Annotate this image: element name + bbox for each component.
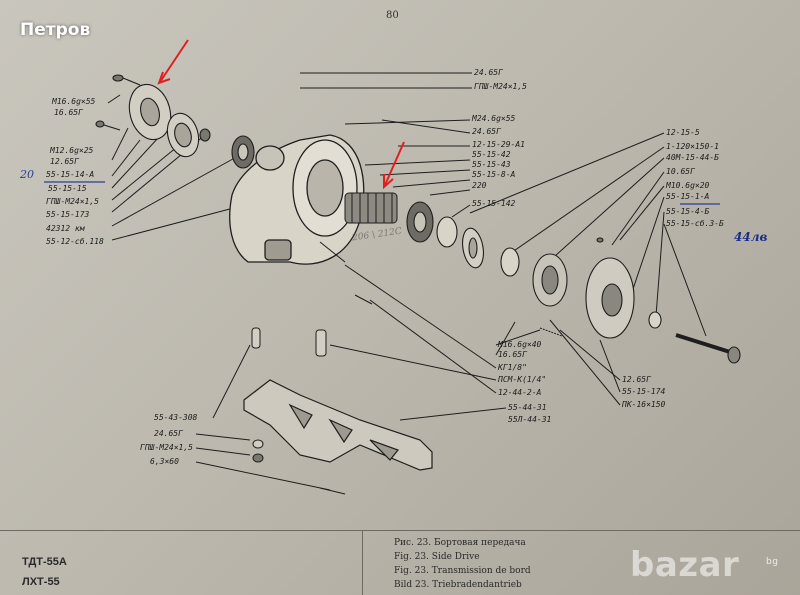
handwritten-note: 20 [20, 168, 34, 181]
part-label: 12.65Г [50, 157, 79, 166]
part-label: 55-15-4-Б [666, 207, 710, 216]
part-label: ПК-16×150 [622, 400, 666, 409]
part-label: 220 [472, 181, 487, 190]
part-label: ГПШ-М24×1,5 [140, 443, 193, 452]
part-label: 24.65Г [472, 127, 501, 136]
part-label: 16.65Г [54, 108, 83, 117]
part-label: М16.6g×55 [52, 97, 96, 106]
footer-vertical-divider [362, 530, 363, 595]
watermark-tld: bg [766, 557, 779, 567]
part-label: 55-44-31 [508, 403, 547, 412]
figure-caption-de: Bild 23. Triebradendantrieb [394, 580, 522, 590]
part-label: 6,3×60 [150, 457, 179, 466]
part-label: 12-15-29-А1 [472, 140, 525, 149]
part-label: 12-44-2-А [498, 388, 542, 397]
model-name: ЛХТ-55 [22, 576, 60, 588]
part-label: 16.65Г [498, 350, 527, 359]
part-label: М24.6g×55 [472, 114, 516, 123]
part-label: 12.65Г [622, 375, 651, 384]
part-label: 55Л-44-31 [508, 415, 552, 424]
part-label: 12-15-5 [666, 128, 700, 137]
page-number: 80 [386, 10, 399, 21]
part-label: 55-15-173 [46, 210, 90, 219]
figure-caption-ru: Рис. 23. Бортовая передача [394, 538, 526, 548]
footer-divider [0, 530, 800, 531]
part-label: КГ1/8" [498, 363, 527, 372]
part-label: 1-120×150-1 [666, 142, 719, 151]
part-label: М12.6g×25 [50, 146, 94, 155]
part-label: 42312 км [46, 224, 85, 233]
part-label: М16.6g×40 [498, 340, 542, 349]
part-label: 55-12-сб.118 [46, 237, 104, 246]
part-label: ГПШ-М24×1,5 [46, 197, 99, 206]
part-label: 55-15-14-А [46, 170, 95, 179]
model-name: ТДТ-55А [22, 556, 67, 568]
uploader-name: Петров [20, 20, 91, 40]
part-label: 24.65Г [154, 429, 183, 438]
figure-caption-fr: Fig. 23. Transmission de bord [394, 566, 531, 576]
watermark-brand: bazar [630, 545, 740, 585]
part-label: 24.65Г [474, 68, 503, 77]
part-label: 55-15-174 [622, 387, 666, 396]
part-label: 55-15-1-А [666, 192, 710, 201]
part-label: 55-15-8-А [472, 170, 516, 179]
part-label: ГПШ-М24×1,5 [474, 82, 527, 91]
part-label: 10.65Г [666, 167, 695, 176]
figure-caption-en: Fig. 23. Side Drive [394, 552, 480, 562]
part-label: 55-15-43 [472, 160, 511, 169]
part-label: 55-15-15 [48, 184, 87, 193]
part-label: 55-15-сб.3-Б [666, 219, 724, 228]
part-label: М10.6g×20 [666, 181, 710, 190]
handwritten-note: 44лв [734, 230, 768, 244]
part-label: 55-15-42 [472, 150, 511, 159]
part-label: 55-43-308 [154, 413, 198, 422]
part-label: ПСМ-К(1/4" [498, 375, 547, 384]
watermark-logo: bazar bg [630, 545, 790, 585]
part-label: 55-15-142 [472, 199, 516, 208]
part-label: 40М-15-44-Б [666, 153, 719, 162]
